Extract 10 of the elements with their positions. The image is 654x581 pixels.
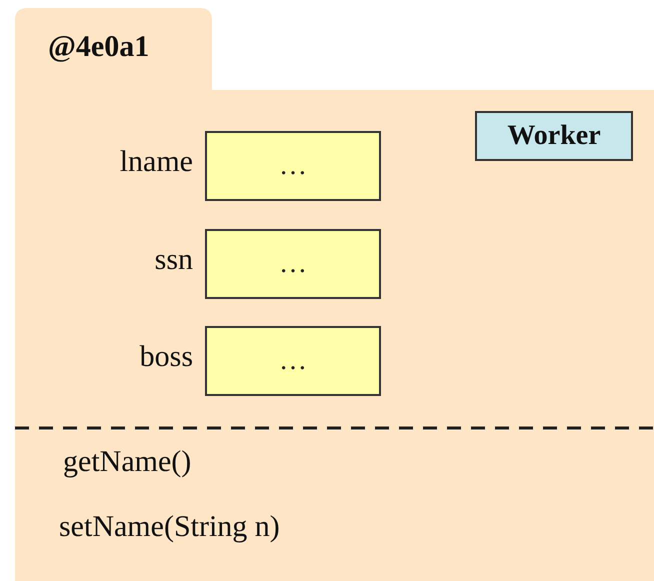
class-name-box: Worker bbox=[475, 111, 633, 161]
field-name: lname bbox=[118, 145, 193, 179]
method-name: setName(String n) bbox=[59, 510, 280, 544]
object-address: @4e0a1 bbox=[48, 30, 150, 64]
field-value-box: … bbox=[205, 131, 381, 201]
field-name: boss bbox=[138, 340, 193, 374]
field-name: ssn bbox=[154, 243, 193, 277]
field-value-box: … bbox=[205, 229, 381, 299]
method-name: getName() bbox=[63, 445, 192, 479]
field-value-box: … bbox=[205, 326, 381, 396]
